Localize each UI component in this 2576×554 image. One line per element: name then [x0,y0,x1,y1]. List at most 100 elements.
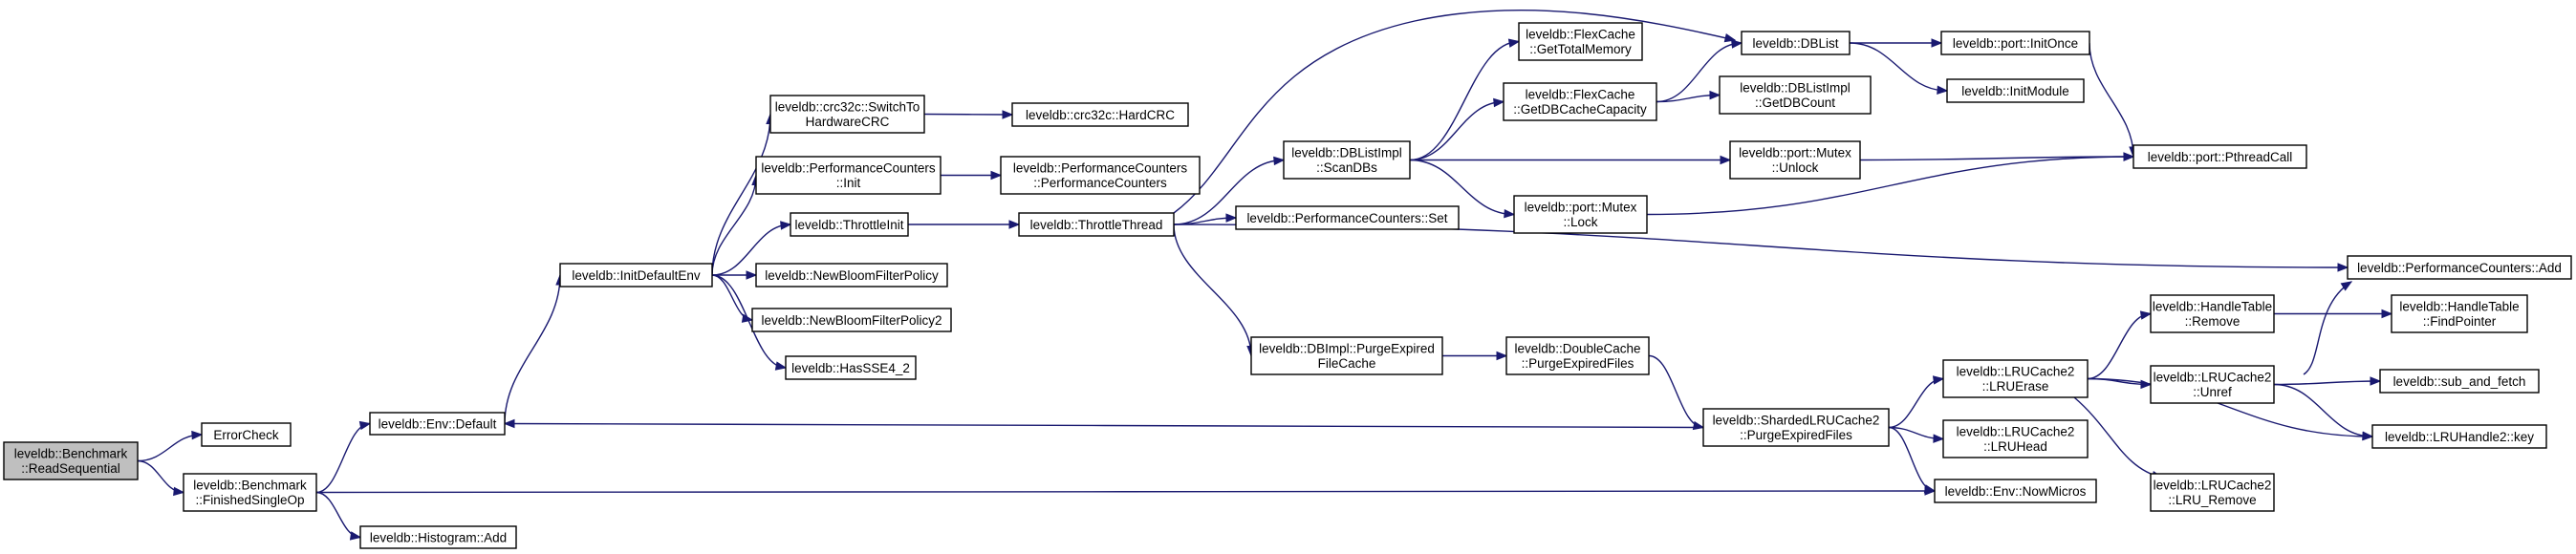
node-pcpc[interactable]: leveldb::PerformanceCounters::Performanc… [1000,156,1201,195]
node-label-line: leveldb::LRUCache2 [1957,365,2075,379]
node-throttlethread[interactable]: leveldb::ThrottleThread [1018,212,1175,237]
node-root[interactable]: leveldb::Benchmark::ReadSequential [3,441,139,480]
node-flextotal[interactable]: leveldb::FlexCache::GetTotalMemory [1518,22,1643,61]
edge-shardedpurge-to-lruhead [1888,426,1945,443]
node-envdefault[interactable]: leveldb::Env::Default [369,412,506,436]
node-scandbs[interactable]: leveldb::DBListImpl::ScanDBs [1283,140,1411,180]
edge-root-to-errorcheck [137,430,204,462]
node-box [2150,473,2275,512]
node-hassse[interactable]: leveldb::HasSSE4_2 [785,355,917,380]
node-label-line: leveldb::DBList [1752,36,1838,51]
node-box [359,525,517,549]
node-initdefault[interactable]: leveldb::InitDefaultEnv [559,263,713,288]
node-mutexlock[interactable]: leveldb::port::Mutex::Lock [1513,195,1648,234]
node-label-line: leveldb::Histogram::Add [370,530,507,544]
edge-unref-to-subfetch [2273,376,2382,386]
node-label-line: leveldb::LRUHandle2::key [2385,430,2534,444]
edge-initonce-to-pthreadcall [2089,42,2138,159]
node-throttleinit[interactable]: leveldb::ThrottleInit [790,212,909,237]
edge-mutexunlock-to-pthreadcall [1859,152,2135,161]
node-finished[interactable]: leveldb::Benchmark::FinishedSingleOp [183,473,317,512]
node-box [751,308,952,332]
node-findpointer[interactable]: leveldb::HandleTable::FindPointer [2391,294,2528,333]
node-unref[interactable]: leveldb::LRUCache2::Unref [2150,365,2275,404]
node-box [769,95,925,134]
node-box [1940,31,2090,55]
edge-unref-to-pcadd [2303,281,2353,375]
node-nowmicros[interactable]: leveldb::Env::NowMicros [1934,479,2097,503]
node-pthreadcall[interactable]: leveldb::port::PthreadCall [2132,144,2307,169]
node-label-line: leveldb::HandleTable [2399,300,2519,314]
node-label-line: ::Remove [2185,314,2240,329]
node-label-line: leveldb::DoubleCache [1514,342,1640,356]
edge-mutexlock-to-pthreadcall [1646,152,2135,216]
node-histadd[interactable]: leveldb::Histogram::Add [359,525,517,549]
node-box [2132,144,2307,169]
node-box [2379,369,2540,394]
node-label-line: leveldb::HandleTable [2153,300,2272,314]
node-hardcrc[interactable]: leveldb::crc32c::HardCRC [1011,102,1189,127]
node-label-line: leveldb::ThrottleThread [1030,218,1163,232]
node-box [559,263,713,288]
node-box [183,473,317,512]
node-label-line: leveldb::Benchmark [193,479,307,493]
node-box [1946,78,2085,103]
node-label-line: leveldb::FlexCache [1526,28,1635,42]
node-box [2371,424,2547,449]
node-box [1513,195,1648,234]
node-label-line: leveldb::Env::Default [379,416,497,431]
node-dblist[interactable]: leveldb::DBList [1741,31,1851,55]
edge-pcinit-to-pcpc [941,170,1003,181]
node-lruerase[interactable]: leveldb::LRUCache2::LRUErase [1942,359,2089,398]
node-box [790,212,909,237]
node-pcset[interactable]: leveldb::PerformanceCounters::Set [1235,205,1460,230]
node-handlekey[interactable]: leveldb::LRUHandle2::key [2371,424,2547,449]
node-box [201,422,292,447]
node-mutexunlock[interactable]: leveldb::port::Mutex::Unlock [1729,140,1861,180]
edge-throttlethread-to-purgefilecache [1173,224,1256,357]
node-box [1018,212,1175,237]
node-errorcheck[interactable]: ErrorCheck [201,422,292,447]
edge-throttlethread-to-pcset [1173,213,1238,225]
node-pcinit[interactable]: leveldb::PerformanceCounters::Init [755,156,942,195]
call-nodes: leveldb::Benchmark::ReadSequential ErrorC… [3,22,2572,549]
node-initonce[interactable]: leveldb::port::InitOnce [1940,31,2090,55]
node-newbloom[interactable]: leveldb::NewBloomFilterPolicy [755,263,948,288]
node-lruhead[interactable]: leveldb::LRUCache2::LRUHead [1942,419,2089,458]
edge-scandbs-to-mutexlock [1409,159,1516,219]
edge-flexdbcap-to-getdbcount [1656,90,1721,103]
node-box [2150,294,2275,333]
node-label-line: leveldb::Env::NowMicros [1945,484,2087,499]
edge-throttleinit-to-throttlethread [908,220,1021,229]
edge-shardedpurge-to-nowmicros [1888,426,1937,494]
node-label-line: leveldb::FlexCache [1526,88,1635,102]
node-subfetch[interactable]: leveldb::sub_and_fetch [2379,369,2540,394]
node-box [1235,205,1460,230]
node-box [1250,336,1443,375]
node-label-line: ErrorCheck [213,428,279,442]
node-box [2391,294,2528,333]
node-pcadd[interactable]: leveldb::PerformanceCounters::Add [2347,255,2572,280]
node-box [1283,140,1411,180]
node-box [755,263,948,288]
edge-dblist-to-initmodule [1849,42,1949,95]
node-box [1011,102,1189,127]
node-lruremove[interactable]: leveldb::LRUCache2::LRU_Remove [2150,473,2275,512]
node-initmodule[interactable]: leveldb::InitModule [1946,78,2085,103]
edge-switchcrc-to-hardcrc [923,110,1014,119]
node-label-line: leveldb::DBImpl::PurgeExpired [1259,342,1435,356]
node-shardedpurge[interactable]: leveldb::ShardedLRUCache2::PurgeExpiredF… [1702,408,1890,447]
node-label-line: leveldb::DBListImpl [1291,146,1402,160]
edge-root-to-finished [137,459,185,497]
node-dcpurge[interactable]: leveldb::DoubleCache::PurgeExpiredFiles [1505,336,1650,375]
node-box [2150,365,2275,404]
node-box [785,355,917,380]
node-htremove[interactable]: leveldb::HandleTable::Remove [2150,294,2275,333]
node-getdbcount[interactable]: leveldb::DBListImpl::GetDBCount [1719,75,1872,115]
node-flexdbcap[interactable]: leveldb::FlexCache::GetDBCacheCapacity [1503,82,1657,121]
node-label-line: ::Unref [2193,385,2232,399]
node-newbloom2[interactable]: leveldb::NewBloomFilterPolicy2 [751,308,952,332]
node-label-line: leveldb::LRUCache2 [1957,425,2075,439]
